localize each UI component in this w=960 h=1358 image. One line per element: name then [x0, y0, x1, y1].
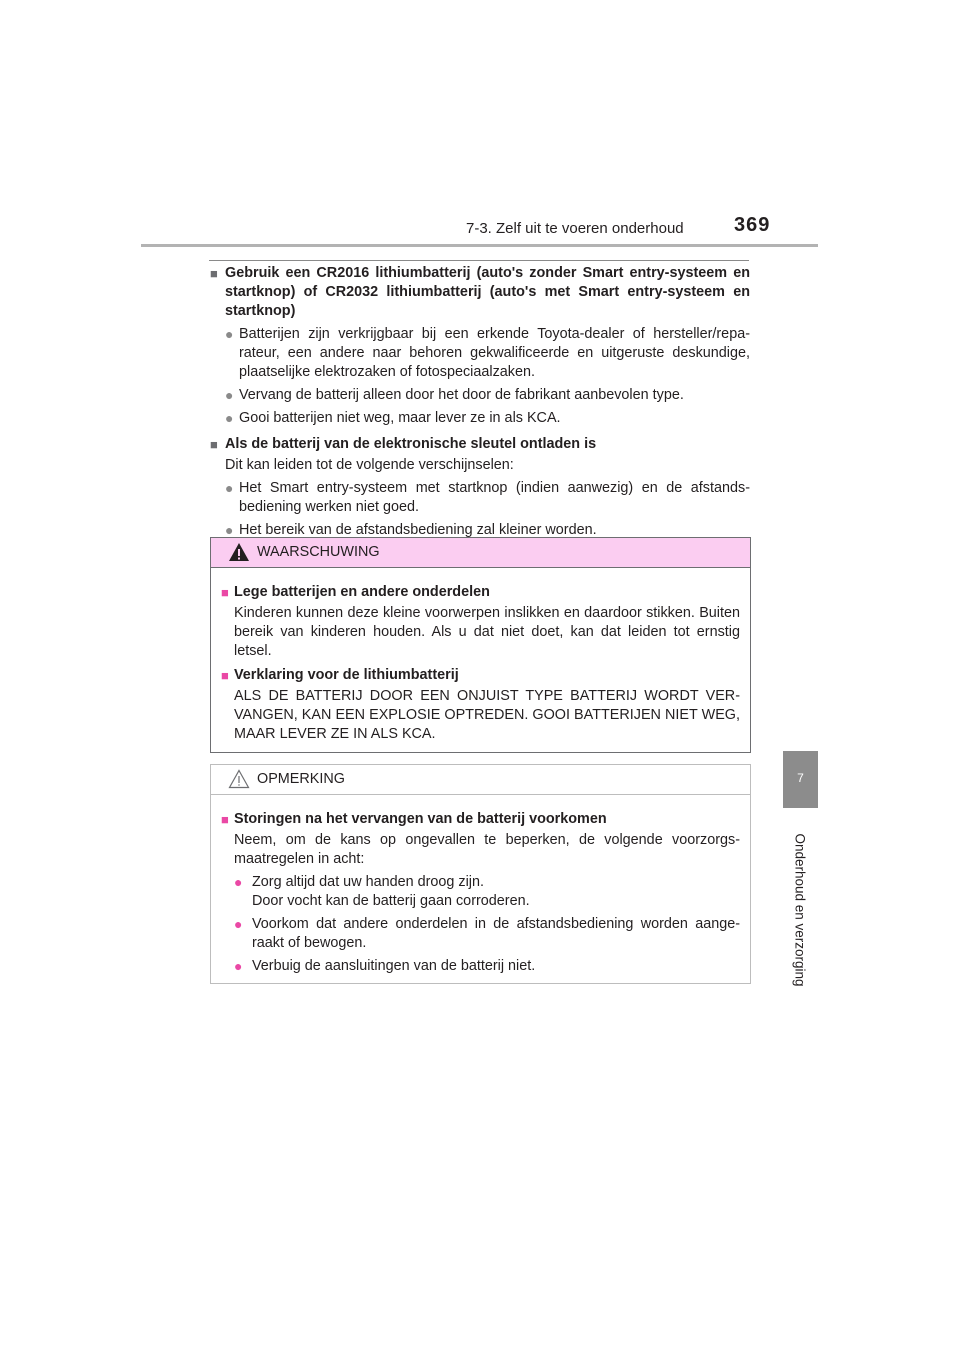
bullet-icon: ●: [234, 874, 243, 890]
section-heading-text: Als de batterij van de elektronische sle…: [225, 436, 597, 452]
warning-box-header: WAARSCHUWING: [211, 538, 750, 568]
list-item: ● Vervang de batterij alleen door het do…: [210, 386, 750, 405]
square-icon: ■: [210, 266, 218, 281]
notice-box: OPMERKING ■ Storingen na het vervangen v…: [210, 764, 751, 984]
bullet-icon: ●: [225, 387, 234, 403]
notice-heading-text: Storingen na het vervangen van de batter…: [234, 811, 607, 827]
section-title: 7-3. Zelf uit te voeren onderhoud: [466, 220, 684, 237]
list-item: ● Gooi batterijen niet weg, maar lever z…: [210, 409, 750, 428]
bullet-icon: ●: [225, 326, 234, 342]
notice-box-header: OPMERKING: [211, 765, 750, 795]
section-heading-text: Gebruik een CR2016 lithiumbatterij (auto…: [225, 265, 750, 319]
list-item: ● Het Smart entry-systeem met startknop …: [210, 479, 750, 517]
warning-heading: ■ Verklaring voor de lithiumbatterij: [221, 666, 740, 685]
square-icon: ■: [221, 585, 229, 600]
warning-triangle-icon: [229, 543, 249, 561]
warning-box: WAARSCHUWING ■ Lege batterijen en andere…: [210, 537, 751, 753]
bullet-icon: ●: [225, 480, 234, 496]
list-item-text: Het Smart entry-systeem met startknop (i…: [239, 480, 750, 515]
chapter-title: Onderhoud en verzorging: [792, 833, 808, 987]
section-intro: Dit kan leiden tot de volgende verschijn…: [225, 457, 514, 473]
square-icon: ■: [210, 437, 218, 452]
bullet-icon: ●: [234, 916, 243, 932]
warning-box-body: ■ Lege batterijen en andere onderdelen K…: [211, 568, 750, 744]
warning-triangle-outline-icon: [228, 769, 250, 789]
notice-title: OPMERKING: [257, 771, 345, 787]
header-divider: [141, 244, 818, 247]
bullet-icon: ●: [234, 958, 243, 974]
section-heading: ■ Gebruik een CR2016 lithiumbatterij (au…: [210, 264, 750, 321]
section-heading: ■ Als de batterij van de elektronische s…: [210, 435, 750, 454]
warning-heading: ■ Lege batterijen en andere onderdelen: [221, 583, 740, 602]
list-item: ● Batterijen zijn verkrijgbaar bij een e…: [210, 325, 750, 382]
list-item-text: Batterijen zijn verkrijgbaar bij een erk…: [239, 326, 750, 380]
page-number: 369: [734, 214, 771, 236]
list-item-text: Door vocht kan de batterij gaan corroder…: [252, 893, 530, 909]
notice-intro: Neem, om de kans op ongevallen te beperk…: [234, 832, 740, 867]
bullet-icon: ●: [225, 522, 234, 538]
list-item-text: Gooi batterijen niet weg, maar lever ze …: [239, 410, 561, 426]
list-item: ● Verbuig de aansluitingen van de batter…: [221, 957, 740, 976]
warning-title: WAARSCHUWING: [257, 544, 380, 560]
notice-box-body: ■ Storingen na het vervangen van de batt…: [211, 795, 750, 976]
chapter-number: 7: [797, 771, 804, 785]
notice-heading: ■ Storingen na het vervangen van de batt…: [221, 810, 740, 829]
warning-heading-text: Lege batterijen en andere onderdelen: [234, 584, 490, 600]
square-icon: ■: [221, 812, 229, 827]
list-item: ● Het bereik van de afstandsbediening za…: [210, 521, 750, 540]
list-item-text: Vervang de batterij alleen door het door…: [239, 387, 684, 403]
list-item-text: Het bereik van de afstandsbediening zal …: [239, 522, 597, 538]
list-item: ● Voorkom dat andere onderdelen in de af…: [221, 915, 740, 953]
list-item-text: Zorg altijd dat uw handen droog zijn.: [252, 874, 484, 890]
bullet-icon: ●: [225, 410, 234, 426]
content-divider: [209, 260, 749, 261]
chapter-tab: 7: [783, 751, 818, 808]
square-icon: ■: [221, 668, 229, 683]
main-content: ■ Gebruik een CR2016 lithiumbatterij (au…: [210, 264, 750, 540]
list-item-text: Verbuig de aansluitingen van de batterij…: [252, 958, 536, 974]
list-item-text: Voorkom dat andere onderdelen in de afst…: [252, 916, 740, 951]
list-item: ● Zorg altijd dat uw handen droog zijn. …: [221, 873, 740, 911]
warning-text: Kinderen kunnen deze kleine voorwerpen i…: [234, 605, 740, 659]
warning-text: ALS DE BATTERIJ DOOR EEN ONJUIST TYPE BA…: [234, 688, 740, 742]
warning-heading-text: Verklaring voor de lithiumbatterij: [234, 667, 459, 683]
